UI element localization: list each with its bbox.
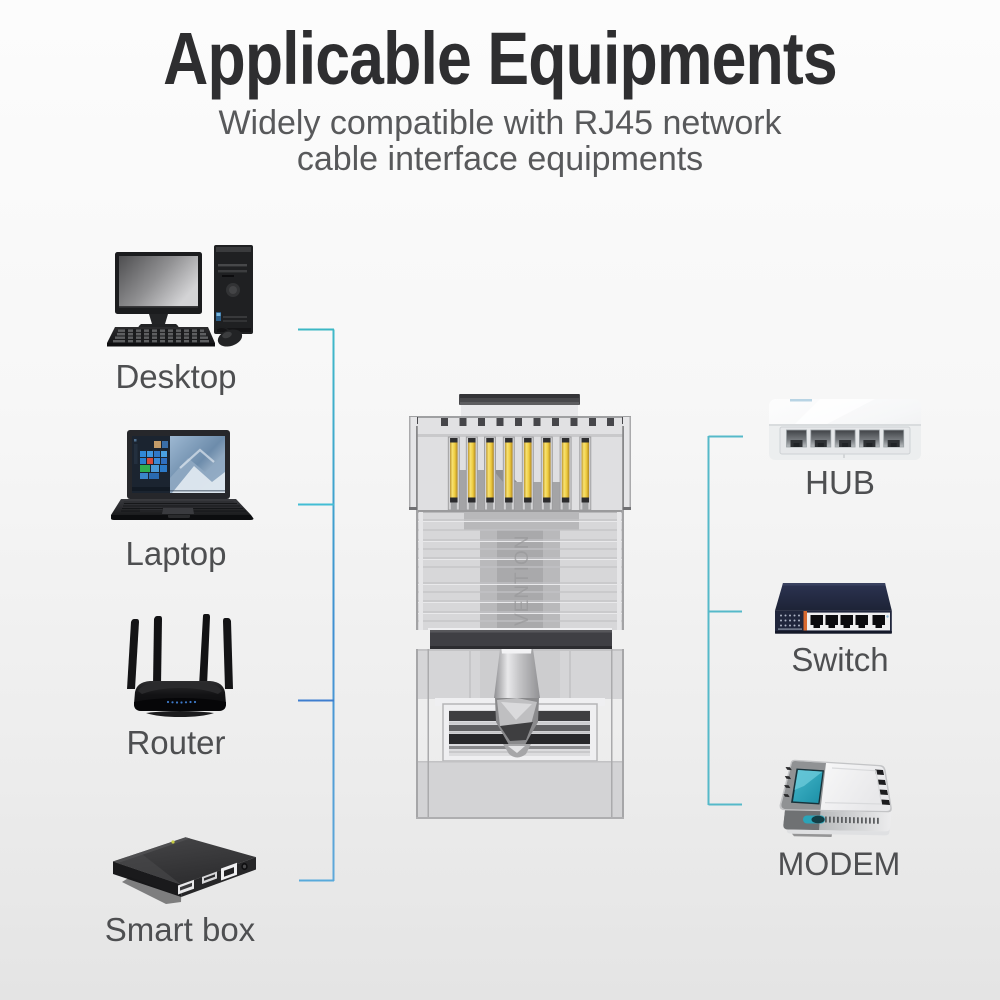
svg-text:VENTION: VENTION [512,535,533,626]
